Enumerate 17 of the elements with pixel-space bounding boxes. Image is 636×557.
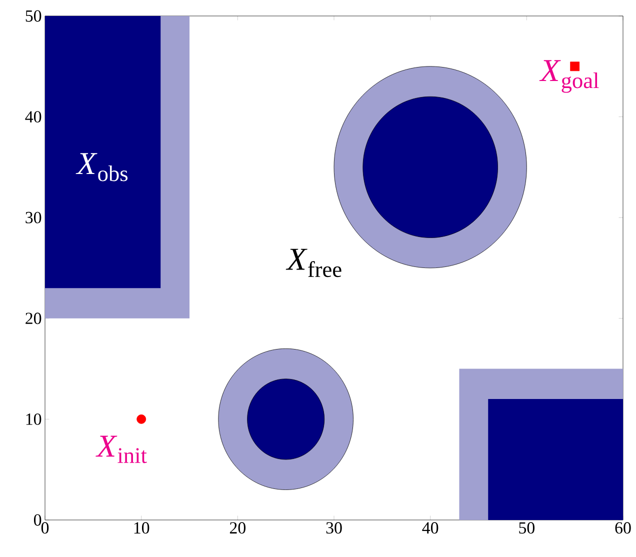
x-tick-label: 40 [422,522,438,534]
region-label: X$_{free}$ [286,248,342,278]
x-tick-label: 50 [519,522,534,534]
y-tick-label: 50 [26,10,42,22]
y-tick-label: 30 [26,212,42,224]
x-tick-label: 30 [326,522,342,534]
y-tick-label: 40 [25,111,42,123]
x-tick-label: 20 [230,522,246,534]
x-tick-label: 60 [615,522,631,534]
y-tick-label: 20 [26,312,42,324]
region-label: X$_{goal}$ [539,60,599,93]
y-tick-label: 0 [34,514,42,526]
region-label: X$_{obs}$ [76,153,128,182]
x-tick-label: 0 [41,522,49,534]
region-label: X$_{init}$ [96,436,147,464]
x-tick-label: 10 [134,522,150,534]
y-tick-label: 10 [26,413,42,425]
